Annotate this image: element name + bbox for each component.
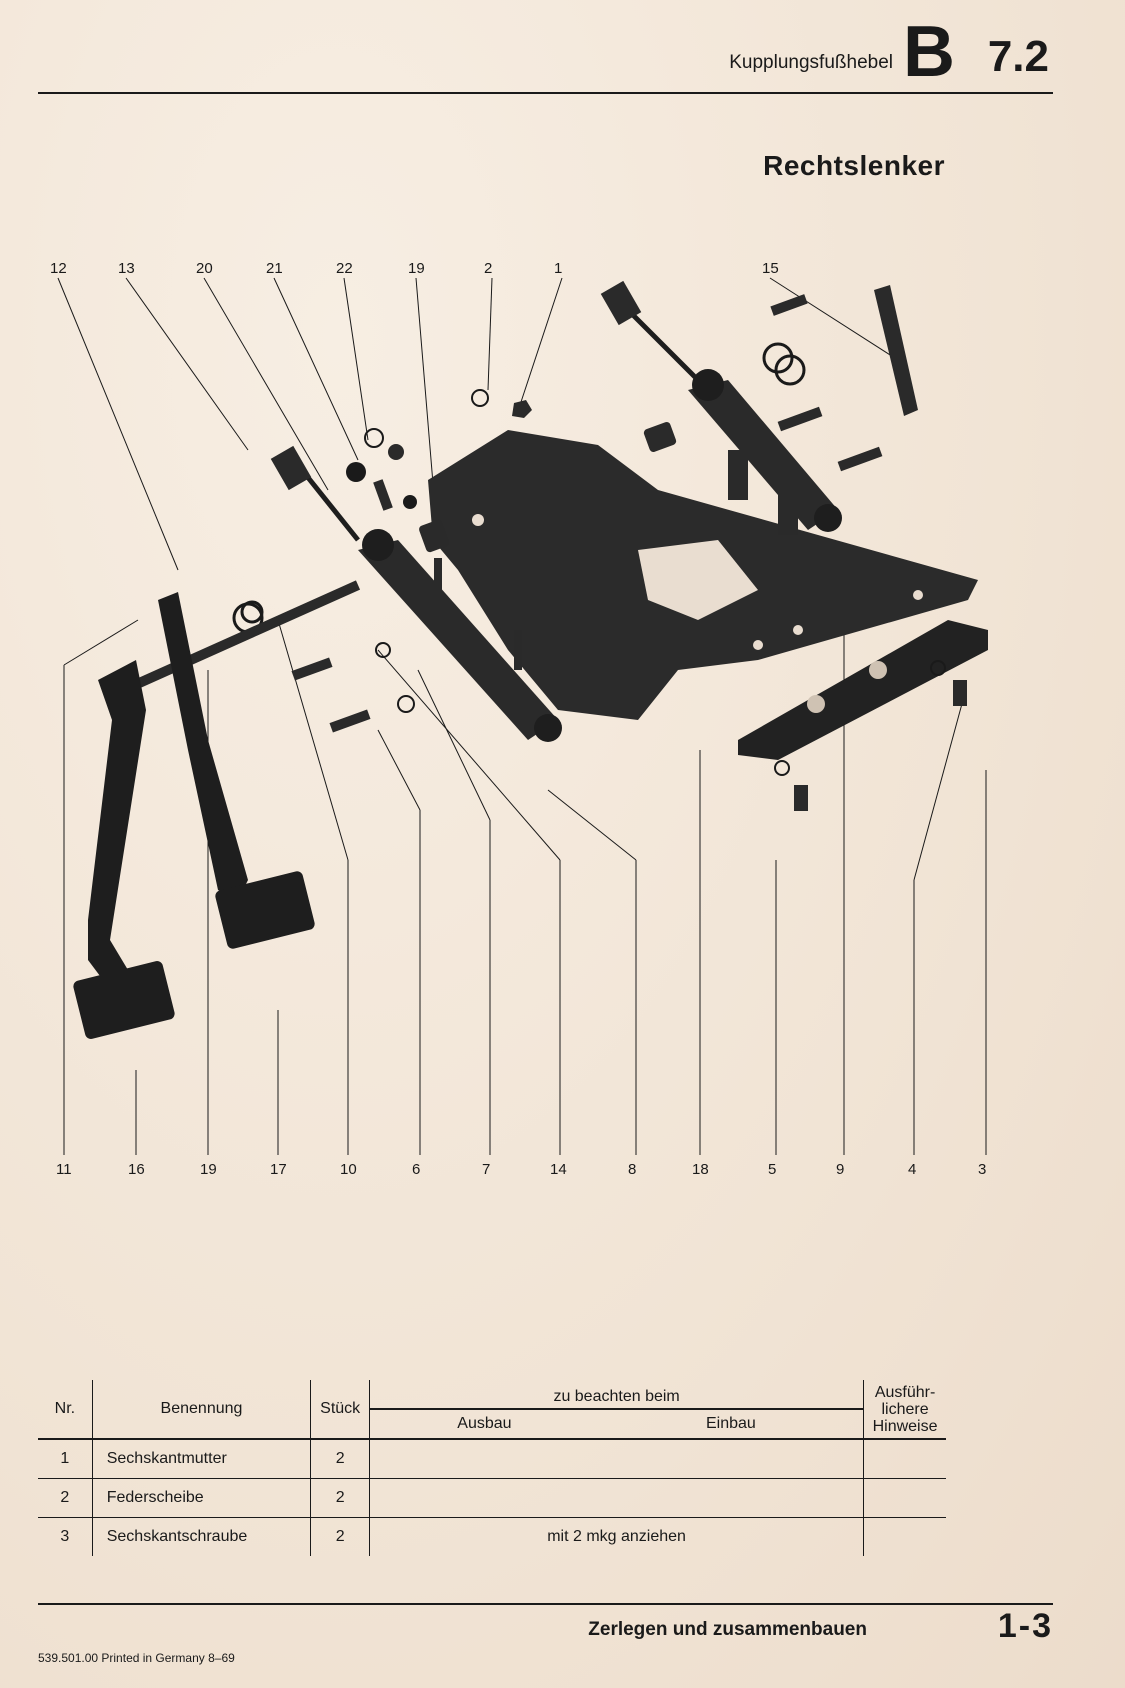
cell-installation (369, 1439, 864, 1479)
callout-label: 14 (550, 1161, 567, 1178)
clevis-lower (270, 445, 312, 491)
table-header-row: Nr. Benennung Stück zu beachten beim Aus… (38, 1380, 946, 1440)
header-rule (38, 92, 1053, 94)
callout-labels-top: 12 13 20 21 22 19 2 1 15 (50, 260, 779, 277)
section-number: 7.2 (987, 32, 1049, 81)
page-number: 1-3 (997, 1607, 1053, 1645)
cell-nr: 1 (38, 1439, 93, 1479)
callout-label: 12 (50, 260, 67, 277)
exploded-parts-diagram: 12 13 20 21 22 19 2 1 15 11 16 19 17 10 … (50, 260, 988, 1178)
cell-nr: 2 (38, 1478, 93, 1518)
column-header-notes-group: zu beachten beim (369, 1380, 864, 1410)
footer-rule (38, 1603, 1053, 1605)
cell-details (863, 1478, 946, 1518)
callout-label: 21 (266, 260, 283, 277)
callout-label: 10 (340, 1161, 357, 1178)
master-cylinder-lower (358, 529, 562, 742)
callout-label: 5 (768, 1161, 776, 1178)
callout-label: 22 (336, 260, 353, 277)
table-row: 2 Federscheibe 2 (38, 1478, 946, 1518)
parts-table: Nr. Benennung Stück zu beachten beim Aus… (38, 1380, 946, 1556)
cell-qty: 2 (310, 1439, 370, 1479)
column-header-nr: Nr. (38, 1380, 93, 1440)
callout-label: 17 (270, 1161, 287, 1178)
clevis-upper (600, 280, 642, 326)
bolts (291, 294, 967, 811)
variant-title: Rechtslenker (763, 150, 945, 181)
cell-qty: 2 (310, 1478, 370, 1518)
section-title: Kupplungsfußhebel (729, 52, 893, 73)
callout-label: 16 (128, 1161, 145, 1178)
callout-label: 4 (908, 1161, 916, 1178)
cell-installation (369, 1478, 864, 1518)
pedal-left (73, 660, 175, 1039)
reinforcement-plate (738, 620, 988, 760)
cell-installation: mit 2 mkg anziehen (369, 1517, 864, 1556)
callout-label: 3 (978, 1161, 986, 1178)
print-info: 539.501.00 Printed in Germany 8–69 (38, 1651, 235, 1665)
callout-label: 2 (484, 260, 492, 277)
callout-label: 15 (762, 260, 779, 277)
callout-label: 13 (118, 260, 135, 277)
pedal-bracket (428, 430, 978, 720)
callout-label: 1 (554, 260, 562, 277)
callout-label: 20 (196, 260, 213, 277)
table-row: 3 Sechskantschraube 2 mit 2 mkg anziehen (38, 1517, 946, 1556)
callout-label: 8 (628, 1161, 636, 1178)
callout-labels-bottom: 11 16 19 17 10 6 7 14 8 18 5 9 4 3 (56, 1161, 986, 1178)
section-letter: B (903, 12, 955, 92)
callout-label: 7 (482, 1161, 490, 1178)
bellcrank-lever (874, 285, 918, 416)
small-hardware (346, 342, 946, 776)
callout-label: 19 (408, 260, 425, 277)
column-header-details: Ausführ- lichere Hinweise (863, 1380, 946, 1440)
column-header-details-text: Ausführ- lichere Hinweise (872, 1383, 938, 1435)
column-header-removal: Ausbau (369, 1409, 599, 1440)
master-cylinder-upper (688, 369, 842, 535)
pedal-shaft (125, 580, 361, 693)
table-subheader-row: Ausbau Einbau (38, 1409, 946, 1440)
cell-name: Sechskantmutter (91, 1439, 311, 1479)
cell-qty: 2 (310, 1517, 370, 1556)
callout-label: 18 (692, 1161, 709, 1178)
page-header: Kupplungsfußhebel B 7.2 (38, 0, 1053, 96)
cell-details (863, 1517, 946, 1556)
cell-name: Federscheibe (91, 1478, 311, 1518)
column-header-installation: Einbau (598, 1409, 864, 1440)
cell-name: Sechskantschraube (91, 1517, 311, 1556)
cell-nr: 3 (60, 1528, 70, 1545)
leader-lines (57, 277, 987, 1155)
column-header-qty: Stück (310, 1380, 370, 1440)
page-footer: Zerlegen und zusammenbauen 1-3 539.501.0… (38, 1605, 1053, 1675)
chapter-title: Zerlegen und zusammenbauen (588, 1619, 867, 1640)
callout-label: 11 (56, 1161, 72, 1178)
callout-label: 6 (412, 1161, 420, 1178)
callout-label: 9 (836, 1161, 844, 1178)
callout-label: 19 (200, 1161, 217, 1178)
cell-details (863, 1439, 946, 1479)
pedal-right (158, 592, 315, 949)
column-header-name: Benennung (91, 1380, 311, 1440)
table-row: 1 Sechskantmutter 2 (38, 1439, 946, 1479)
